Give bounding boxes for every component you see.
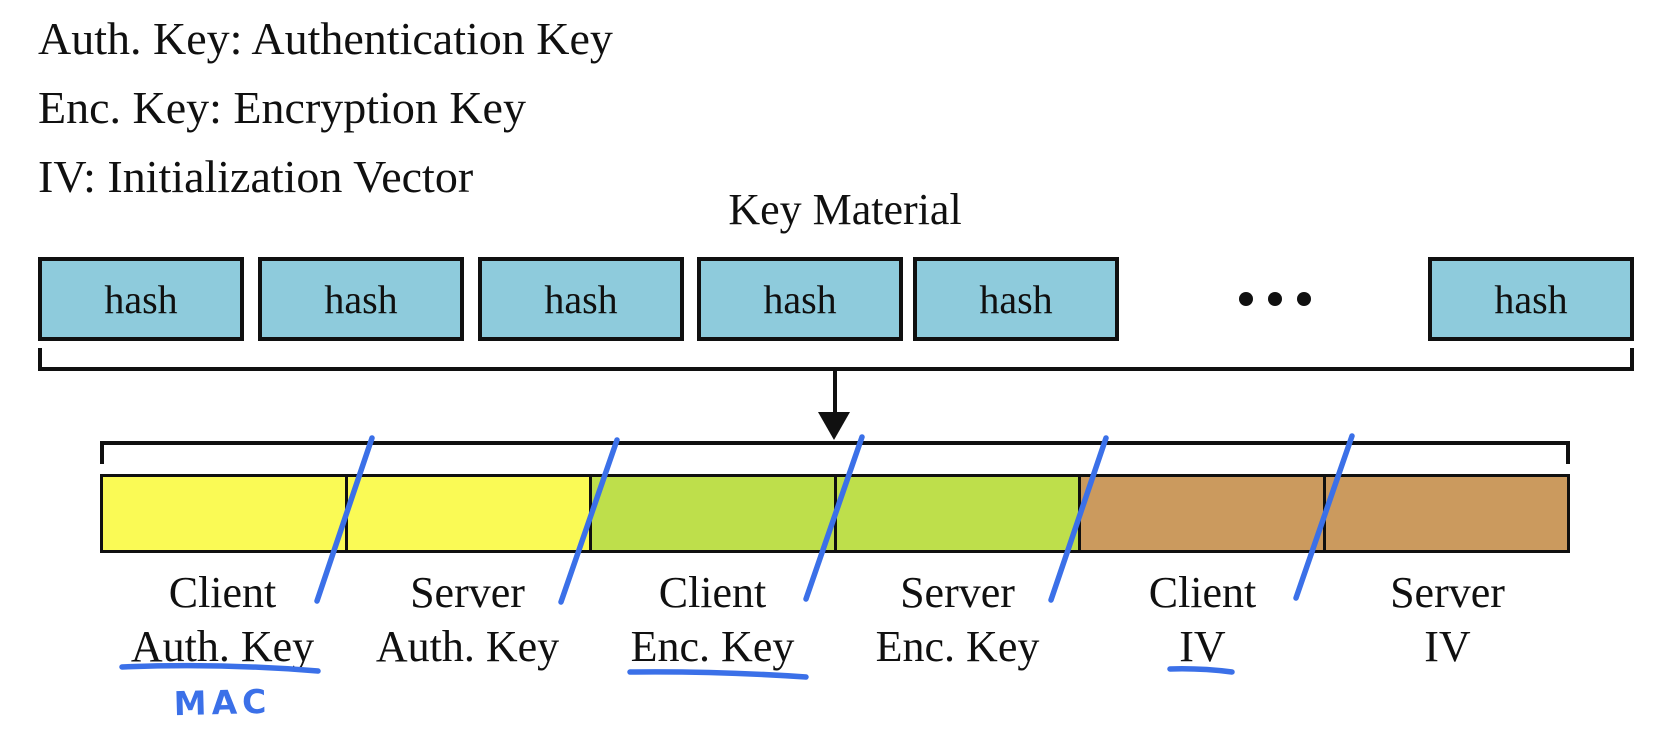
down-arrow bbox=[833, 371, 837, 417]
hash-box: hash bbox=[478, 257, 684, 341]
label-line: Client bbox=[168, 568, 277, 617]
label-server-auth-key: Server Auth. Key bbox=[345, 566, 590, 674]
ellipsis-dot bbox=[1239, 292, 1253, 306]
label-line: Auth. Key bbox=[375, 622, 560, 671]
down-arrow-head bbox=[818, 412, 850, 440]
label-server-iv: Server IV bbox=[1325, 566, 1570, 674]
hash-box: hash bbox=[258, 257, 464, 341]
key-material-bar bbox=[100, 474, 1570, 553]
ellipsis-dot bbox=[1268, 292, 1282, 306]
label-server-enc-key: Server Enc. Key bbox=[835, 566, 1080, 674]
label-line: Client bbox=[658, 568, 767, 617]
hash-box-label: hash bbox=[544, 276, 618, 322]
label-line: Enc. Key bbox=[875, 622, 1040, 671]
hash-box: hash bbox=[913, 257, 1119, 341]
hash-box-label: hash bbox=[1494, 276, 1568, 322]
label-line: IV bbox=[1424, 622, 1471, 671]
segment-client-enc-key bbox=[589, 477, 834, 550]
label-line: Server bbox=[900, 568, 1015, 617]
label-line: IV bbox=[1179, 622, 1226, 671]
legend: Auth. Key: Authentication Key Enc. Key: … bbox=[38, 4, 613, 211]
segment-server-enc-key bbox=[833, 477, 1078, 550]
legend-line-iv: IV: Initialization Vector bbox=[38, 151, 474, 202]
legend-line-auth-key: Auth. Key: Authentication Key bbox=[38, 13, 613, 64]
hash-box-label: hash bbox=[763, 276, 837, 322]
distribute-bracket bbox=[100, 441, 1570, 464]
label-line: Client bbox=[1148, 568, 1257, 617]
ellipsis-dot bbox=[1297, 292, 1311, 306]
hash-box: hash bbox=[697, 257, 903, 341]
label-line: Enc. Key bbox=[630, 622, 795, 671]
legend-line-enc-key: Enc. Key: Encryption Key bbox=[38, 82, 526, 133]
label-line: Server bbox=[1390, 568, 1505, 617]
mac-annotation: MAC bbox=[173, 681, 272, 724]
hash-box-label: hash bbox=[979, 276, 1053, 322]
gather-bracket bbox=[38, 348, 1634, 371]
label-client-enc-key: Client Enc. Key bbox=[590, 566, 835, 674]
segment-server-auth-key bbox=[344, 477, 589, 550]
label-client-auth-key: Client Auth. Key bbox=[100, 566, 345, 674]
hash-box-label: hash bbox=[324, 276, 398, 322]
segment-client-iv bbox=[1078, 477, 1323, 550]
hash-box: hash bbox=[38, 257, 244, 341]
ellipsis-dots bbox=[1160, 257, 1390, 341]
segment-client-auth-key bbox=[103, 477, 345, 550]
label-line: Server bbox=[410, 568, 525, 617]
hash-box: hash bbox=[1428, 257, 1634, 341]
key-material-label: Key Material bbox=[728, 185, 962, 234]
hash-box-label: hash bbox=[104, 276, 178, 322]
segment-server-iv bbox=[1322, 477, 1567, 550]
label-client-iv: Client IV bbox=[1080, 566, 1325, 674]
label-line: Auth. Key bbox=[130, 622, 315, 671]
